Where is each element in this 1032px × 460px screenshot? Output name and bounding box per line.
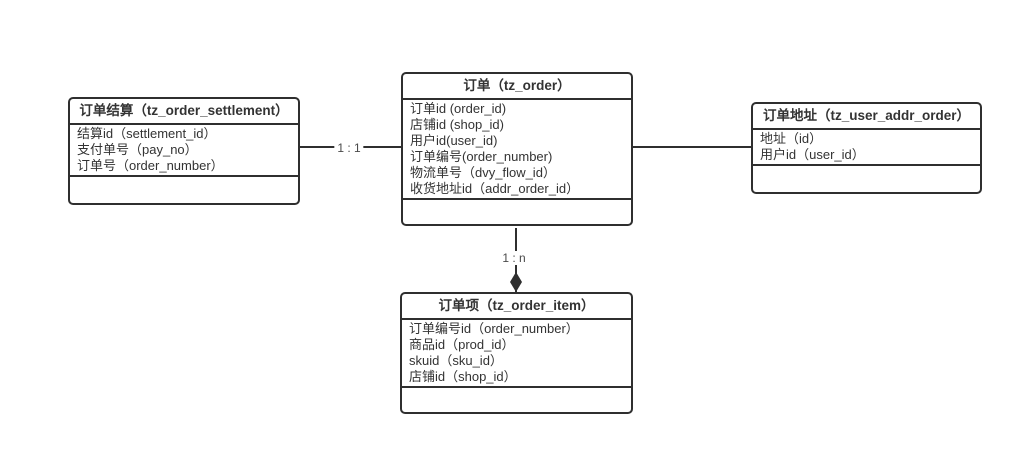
entity-field: 用户id（user_id） [760,147,865,162]
entity-field: 订单编号id（order_number） [409,321,579,336]
entity-field: 订单id (order_id) [410,101,507,116]
entity-order-settlement: 订单结算（tz_order_settlement） 结算id（settlemen… [68,97,300,205]
entity-field: 地址（id） [760,131,823,146]
relation-label-one-to-one: 1 : 1 [334,141,364,155]
entity-footer-empty [403,200,631,224]
entity-fields: 地址（id） 用户id（user_id） [753,130,980,166]
relation-line-order-addr [633,146,751,148]
entity-field: 用户id(user_id) [410,133,498,148]
entity-footer-empty [753,166,980,192]
entity-field: 结算id（settlement_id） [77,126,217,141]
entity-fields: 结算id（settlement_id） 支付单号（pay_no） 订单号（ord… [70,125,298,177]
entity-field: 订单编号(order_number) [410,149,553,164]
entity-field: 物流单号（dvy_flow_id） [410,165,556,180]
entity-field: skuid（sku_id） [409,353,503,368]
entity-footer-empty [70,177,298,203]
entity-order: 订单（tz_order） 订单id (order_id) 店铺id (shop_… [401,72,633,226]
relation-label-one-to-n: 1 : n [499,251,529,265]
entity-field: 收货地址id（addr_order_id） [410,181,580,196]
entity-order-item: 订单项（tz_order_item） 订单编号id（order_number） … [400,292,633,414]
entity-fields: 订单id (order_id) 店铺id (shop_id) 用户id(user… [403,100,631,200]
entity-footer-empty [402,388,631,412]
entity-field: 商品id（prod_id） [409,337,515,352]
entity-title: 订单结算（tz_order_settlement） [70,99,298,125]
entity-field: 店铺id (shop_id) [410,117,504,132]
filled-diamond-marker-icon [510,272,522,292]
entity-title: 订单项（tz_order_item） [402,294,631,320]
entity-user-addr-order: 订单地址（tz_user_addr_order） 地址（id） 用户id（use… [751,102,982,194]
entity-title: 订单（tz_order） [403,74,631,100]
entity-field: 支付单号（pay_no） [77,142,198,157]
entity-field: 订单号（order_number） [77,158,224,173]
entity-title: 订单地址（tz_user_addr_order） [753,104,980,130]
entity-field: 店铺id（shop_id） [409,369,517,384]
entity-fields: 订单编号id（order_number） 商品id（prod_id） skuid… [402,320,631,388]
